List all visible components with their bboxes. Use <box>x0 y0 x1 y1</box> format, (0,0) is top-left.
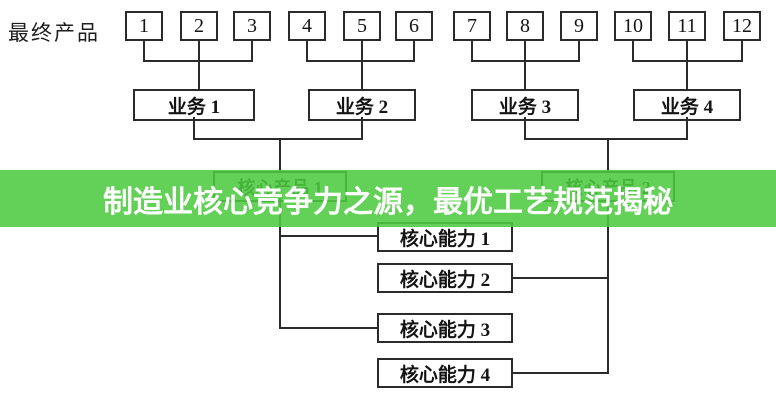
connector-line <box>524 138 688 140</box>
final-product-box-3: 3 <box>233 11 271 41</box>
connector-line <box>361 60 363 89</box>
business-box-3: 业务 3 <box>471 89 579 121</box>
headline-banner: 制造业核心竞争力之源，最优工艺规范揭秘 <box>0 170 776 227</box>
final-product-box-4: 4 <box>288 11 326 41</box>
connector-line <box>413 41 415 62</box>
connector-line <box>279 138 281 171</box>
headline-text: 制造业核心竞争力之源，最优工艺规范揭秘 <box>103 185 673 219</box>
connector-line <box>741 41 743 62</box>
connector-line <box>524 117 526 140</box>
root-label: 最终产品 <box>8 21 100 45</box>
connector-line <box>193 138 363 140</box>
connector-line <box>193 117 195 140</box>
connector-line <box>279 235 377 237</box>
connector-line <box>524 60 526 89</box>
connector-line <box>198 41 200 62</box>
connector-line <box>686 41 688 62</box>
connector-line <box>509 372 609 374</box>
connector-line <box>279 327 377 329</box>
connector-line <box>306 60 415 62</box>
connector-line <box>632 41 634 62</box>
connector-line <box>279 198 281 329</box>
connector-line <box>361 41 363 62</box>
core-capability-box-3: 核心能力 3 <box>377 313 513 343</box>
final-product-box-2: 2 <box>180 11 218 41</box>
connector-line <box>198 60 200 89</box>
connector-line <box>471 41 473 62</box>
connector-line <box>306 41 308 62</box>
connector-line <box>524 41 526 62</box>
final-product-box-11: 11 <box>668 11 706 41</box>
final-product-box-5: 5 <box>343 11 381 41</box>
final-product-box-1: 1 <box>125 11 163 41</box>
core-capability-box-4: 核心能力 4 <box>377 358 513 388</box>
final-product-box-7: 7 <box>453 11 491 41</box>
connector-line <box>143 41 145 62</box>
connector-line <box>686 60 688 89</box>
final-product-box-12: 12 <box>723 11 761 41</box>
core-capability-box-2: 核心能力 2 <box>377 263 513 293</box>
connector-line <box>509 277 609 279</box>
connector-line <box>361 117 363 140</box>
connector-line <box>251 41 253 62</box>
connector-line <box>578 41 580 62</box>
final-product-box-9: 9 <box>560 11 598 41</box>
connector-line <box>686 117 688 140</box>
final-product-box-6: 6 <box>395 11 433 41</box>
connector-line <box>607 198 609 374</box>
final-product-box-8: 8 <box>506 11 544 41</box>
final-product-box-10: 10 <box>614 11 652 41</box>
connector-line <box>607 138 609 171</box>
